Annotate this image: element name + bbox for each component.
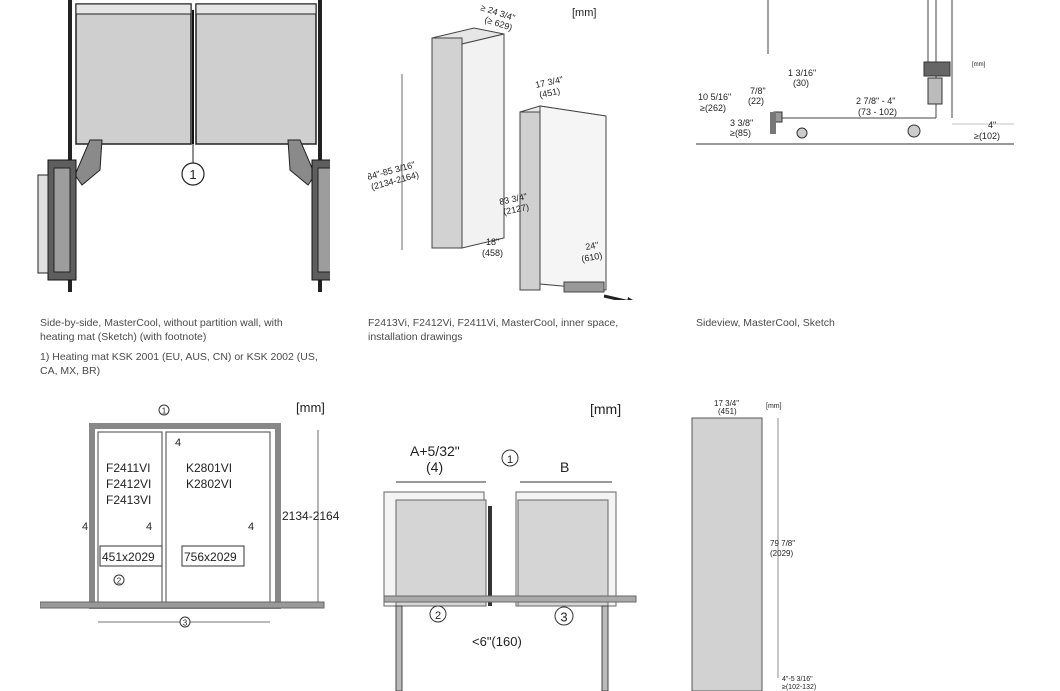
niche-width-label: 18" bbox=[486, 237, 499, 247]
width-label: 17 3/4" bbox=[714, 399, 739, 408]
model-right-2: K2802VI bbox=[186, 477, 232, 491]
dim3-mm: ≥(262) bbox=[700, 103, 726, 113]
figure-appliance-dims: 17 3/4" (451) [mm] 79 7/8" (2029) 4"-5 3… bbox=[690, 396, 820, 691]
dim-a: A+5/32" bbox=[410, 443, 460, 459]
caption-line: Side-by-side, MasterCool, without partit… bbox=[40, 317, 283, 329]
dim6: 4" bbox=[988, 120, 996, 130]
unit-label: [mm] bbox=[972, 62, 986, 68]
dim5: 2 7/8" - 4" bbox=[856, 96, 895, 106]
dim4-mm: ≥(85) bbox=[730, 128, 751, 138]
model-left-2: F2412VI bbox=[106, 477, 151, 491]
caption-line: heating mat (Sketch) (with footnote) bbox=[40, 331, 207, 343]
size-right: 756x2029 bbox=[184, 550, 237, 564]
dim-a-mm: (4) bbox=[426, 459, 443, 475]
height-label: 79 7/8" bbox=[770, 539, 795, 548]
unit-depth-label: 24" bbox=[585, 240, 600, 252]
caption-figure3: Sideview, MasterCool, Sketch bbox=[696, 317, 835, 329]
figure-installation: [mm] ≥ 24 3/4" (≥ 629) 84"-85 3/16" (213… bbox=[368, 0, 668, 300]
gap-mid: 4 bbox=[146, 521, 152, 533]
width-mm: (451) bbox=[718, 407, 737, 416]
bottom-label: 4"-5 3/16" bbox=[782, 676, 813, 683]
figure-niche-layout: [mm] 1 4 F2411VI F2412VI F2413VI K2801VI… bbox=[40, 396, 340, 636]
dim-b: B bbox=[560, 459, 569, 475]
dim2: 7/8" bbox=[750, 86, 766, 96]
callout-3: 3 bbox=[183, 619, 188, 628]
unit-width-mm: (451) bbox=[538, 86, 561, 100]
bottom-mm: ≥(102-132) bbox=[782, 684, 816, 691]
height-mm: (2029) bbox=[770, 549, 793, 558]
callout-2: 2 bbox=[117, 577, 122, 586]
caption-figure2: F2413Vi, F2412Vi, F2411Vi, MasterCool, i… bbox=[368, 316, 668, 344]
unit-label: [mm] bbox=[296, 400, 325, 415]
caption-line: F2413Vi, F2412Vi, F2411Vi, MasterCool, i… bbox=[368, 317, 619, 329]
niche-width-mm: (458) bbox=[482, 248, 503, 258]
callout-1: 1 bbox=[189, 167, 196, 182]
dim1-mm: (30) bbox=[793, 78, 809, 88]
callout-3: 3 bbox=[560, 610, 567, 625]
unit-label: [mm] bbox=[572, 7, 596, 19]
caption-figure1: Side-by-side, MasterCool, without partit… bbox=[40, 316, 340, 378]
callout-2: 2 bbox=[435, 610, 441, 622]
dim3: 10 5/16" bbox=[698, 92, 731, 102]
model-left-3: F2413VI bbox=[106, 493, 151, 507]
unit-label: [mm] bbox=[590, 401, 621, 417]
callout-1: 1 bbox=[162, 407, 167, 416]
figure-side-by-side: 1 bbox=[30, 0, 330, 292]
niche-height: 2134-2164 bbox=[282, 509, 340, 523]
size-left: 451x2029 bbox=[102, 550, 155, 564]
dim6-mm: ≥(102) bbox=[974, 131, 1000, 141]
figure-gap: [mm] A+5/32" (4) B 1 2 3 <6"(160) bbox=[376, 396, 666, 691]
unit-depth-mm: (610) bbox=[581, 250, 603, 263]
callout-1: 1 bbox=[507, 454, 513, 466]
gap-dim: <6"(160) bbox=[472, 634, 522, 649]
figure-sideview: [mm] 1 3/16" (30) 7/8" (22) 10 5/16" ≥(2… bbox=[696, 0, 1016, 160]
gap-left: 4 bbox=[82, 521, 88, 533]
model-left-1: F2411VI bbox=[106, 461, 150, 475]
dim4: 3 3/8" bbox=[730, 118, 753, 128]
caption-line: installation drawings bbox=[368, 331, 463, 343]
footnote-line: 1) Heating mat KSK 2001 (EU, AUS, CN) or… bbox=[40, 351, 318, 363]
dim5-mm: (73 - 102) bbox=[858, 107, 897, 117]
model-right-1: K2801VI bbox=[186, 461, 232, 475]
dim2-mm: (22) bbox=[748, 96, 764, 106]
dim1: 1 3/16" bbox=[788, 68, 816, 78]
unit-label: [mm] bbox=[766, 403, 782, 410]
gap-top: 4 bbox=[175, 437, 181, 449]
footnote-line: CA, MX, BR) bbox=[40, 365, 101, 377]
gap-right: 4 bbox=[248, 521, 254, 533]
